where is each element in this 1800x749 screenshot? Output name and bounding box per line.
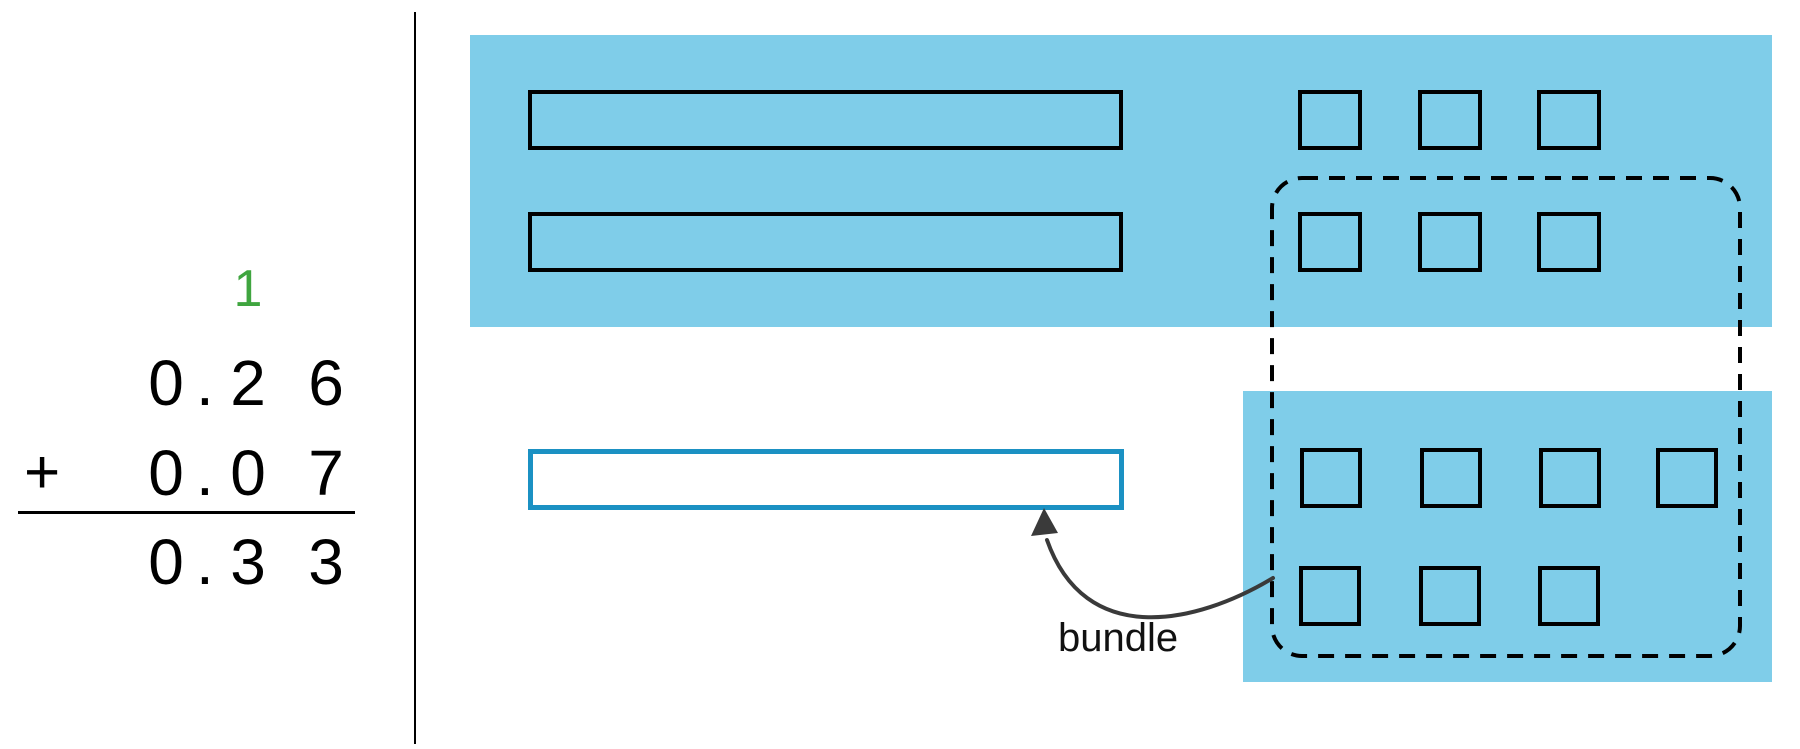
hundredth-square (1418, 90, 1482, 150)
bundle-label: bundle (1058, 616, 1179, 660)
addend1-tenths: 2 (230, 347, 266, 419)
addend1-row: 0 . 2 6 (0, 350, 380, 420)
hundredth-square (1418, 212, 1482, 272)
tenth-bar (528, 212, 1123, 272)
plus-operator: + (24, 438, 61, 507)
sum-tenth-bar (528, 449, 1124, 510)
tenth-bar (528, 90, 1123, 150)
addend2-row: 0 . 0 7 (0, 440, 380, 510)
bundle-arrowhead-icon (1031, 508, 1058, 536)
sum-decimal-point: . (196, 526, 214, 598)
sum-hundredths: 3 (308, 526, 344, 598)
addend2-hundredths: 7 (308, 437, 344, 509)
bottom-panel (1243, 391, 1772, 682)
hundredth-square (1539, 448, 1601, 508)
equals-line (18, 511, 355, 514)
hundredth-square (1300, 448, 1362, 508)
hundredth-square (1537, 90, 1601, 150)
addend2-ones: 0 (148, 437, 184, 509)
addend1-hundredths: 6 (308, 347, 344, 419)
hundredth-square (1537, 212, 1601, 272)
addend2-decimal-point: . (196, 437, 214, 509)
hundredth-square (1656, 448, 1718, 508)
addend1-decimal-point: . (196, 347, 214, 419)
hundredth-square (1298, 212, 1362, 272)
hundredth-square (1538, 566, 1600, 626)
hundredth-square (1420, 448, 1482, 508)
addend1-ones: 0 (148, 347, 184, 419)
top-panel (470, 35, 1772, 327)
hundredth-square (1298, 90, 1362, 150)
vertical-divider-line (414, 12, 416, 744)
hundredth-square (1419, 566, 1481, 626)
sum-tenths: 3 (230, 526, 266, 598)
sum-ones: 0 (148, 526, 184, 598)
sum-row: 0 . 3 3 (0, 529, 380, 599)
addend2-tenths: 0 (230, 437, 266, 509)
bundle-arrow-curve (1045, 538, 1275, 620)
carry-digit: 1 (233, 260, 263, 318)
hundredth-square (1299, 566, 1361, 626)
